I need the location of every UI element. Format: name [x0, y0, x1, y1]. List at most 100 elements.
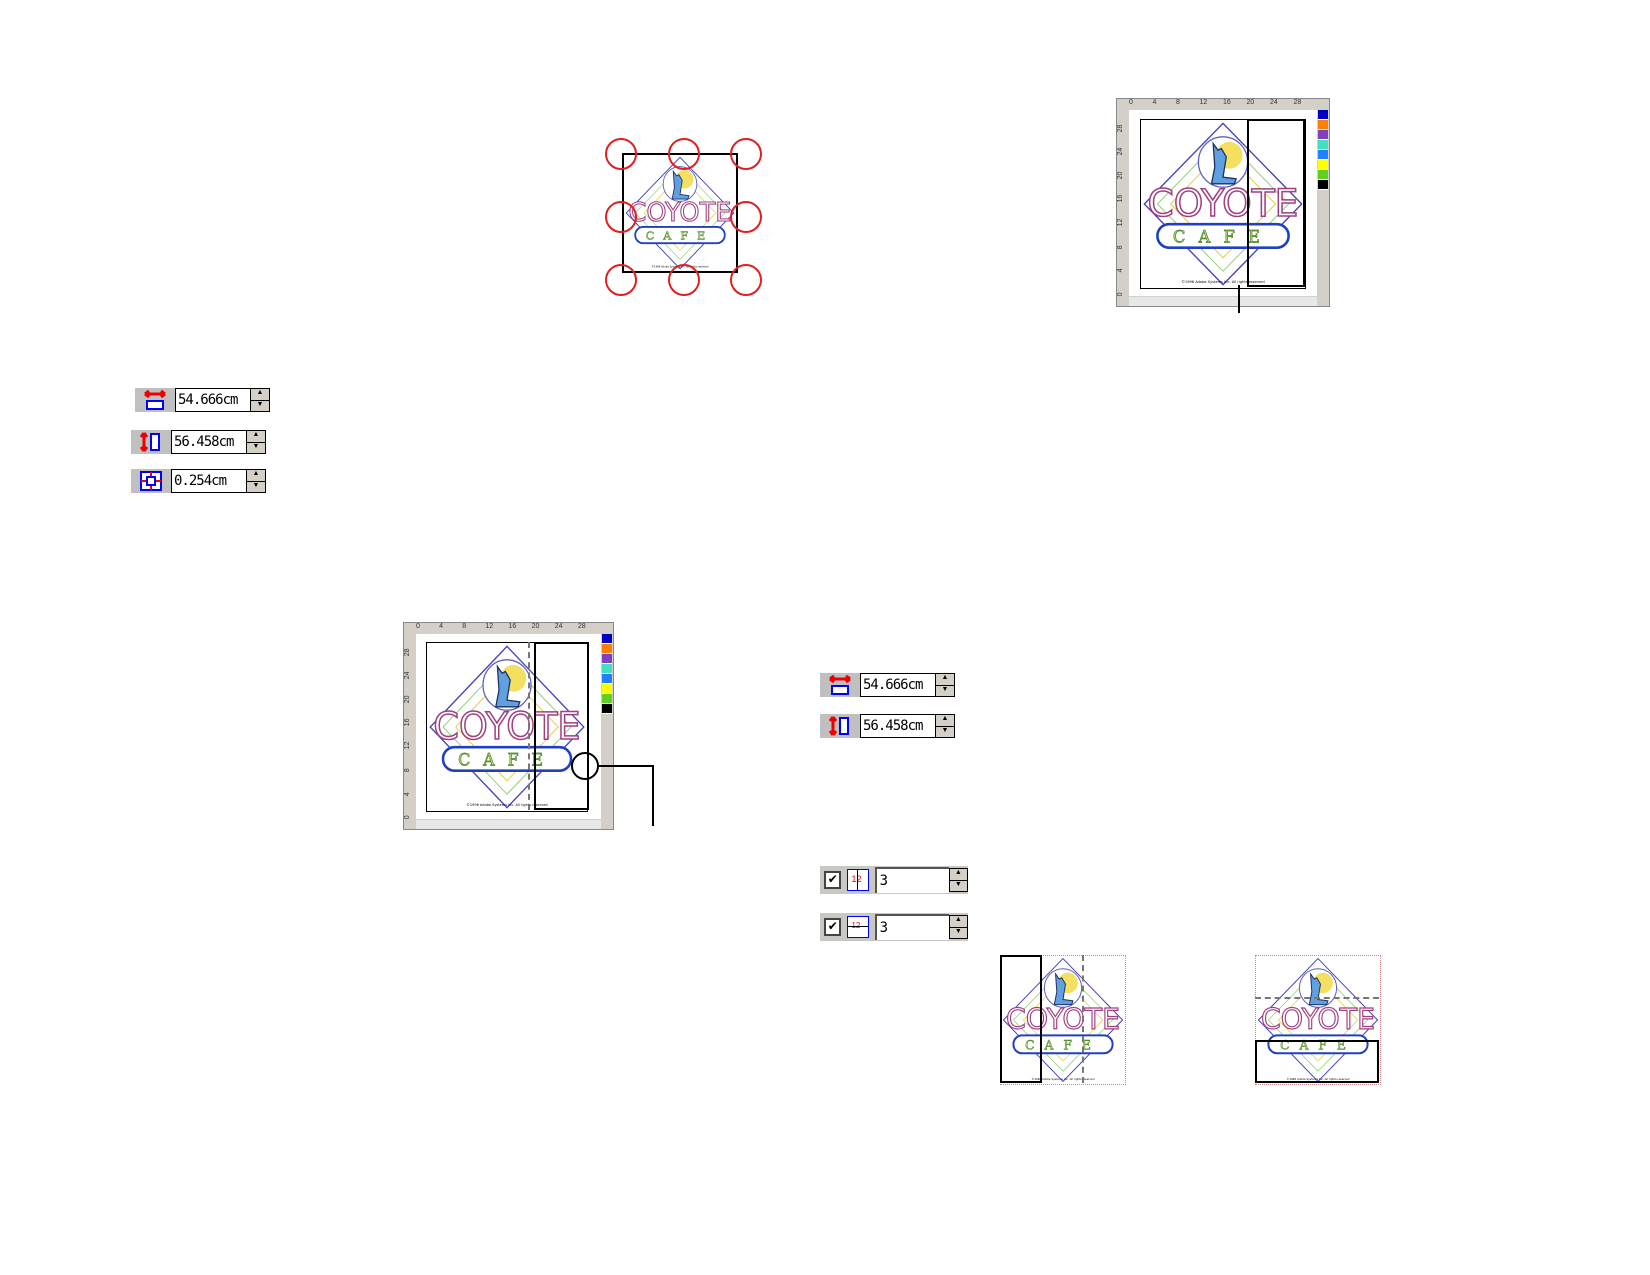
svg-text:COYOTE: COYOTE	[1006, 1003, 1120, 1037]
spin-up[interactable]: ▲	[247, 470, 265, 481]
spin-down[interactable]: ▼	[936, 685, 954, 696]
handle-middle-left[interactable]	[605, 201, 637, 233]
height-spinner[interactable]: ▲▼	[246, 430, 266, 454]
width-spinner[interactable]: ▲▼	[935, 673, 955, 697]
ruler-tick-label: 16	[508, 623, 517, 630]
canvas[interactable]: COYOTE CAFE ©1996 Adobe Systems Inc. All…	[416, 634, 601, 819]
spin-up[interactable]: ▲	[949, 869, 967, 880]
svg-text:CAFE: CAFE	[646, 228, 714, 242]
svg-text:©1996 Adobe Systems Inc. All r: ©1996 Adobe Systems Inc. All rights rese…	[1286, 1077, 1349, 1081]
height-spinner[interactable]: ▲▼	[935, 714, 955, 738]
spin-down[interactable]: ▼	[949, 927, 967, 938]
ruler-tick-label: 0	[416, 623, 420, 630]
color-swatch[interactable]	[1318, 150, 1328, 160]
ruler-tick-label: 12	[1199, 99, 1208, 106]
tile-rows-row: ✔ 12 3 ▲▼	[820, 913, 968, 941]
columns-icon: 12	[847, 869, 869, 891]
ruler-tick-label: 0	[1129, 99, 1133, 106]
height-field-right: 56.458cm ▲▼	[820, 714, 955, 738]
ruler-tick-label: 28	[1117, 124, 1124, 133]
svg-text:COYOTE: COYOTE	[1261, 1003, 1375, 1037]
color-swatch[interactable]	[1318, 180, 1328, 190]
color-swatch[interactable]	[602, 674, 612, 684]
rows-icon: 12	[847, 916, 869, 938]
spin-up[interactable]: ▲	[949, 916, 967, 927]
tile-boundary	[528, 642, 530, 810]
rows-spinner[interactable]: ▲▼	[948, 915, 968, 939]
color-swatch[interactable]	[1318, 120, 1328, 130]
color-swatch[interactable]	[1318, 170, 1328, 180]
color-swatch[interactable]	[1318, 110, 1328, 120]
ruler-tick-label: 24	[1270, 99, 1278, 106]
color-swatch[interactable]	[602, 704, 612, 714]
ruler-tick-label: 12	[485, 623, 494, 630]
canvas[interactable]: COYOTE CAFE ©1996 Adobe Systems Inc. All…	[1129, 110, 1317, 296]
ruler-tick-label: 24	[554, 623, 563, 630]
handle-top-center[interactable]	[668, 138, 700, 170]
color-swatch[interactable]	[602, 644, 612, 654]
spin-down[interactable]: ▼	[949, 880, 967, 891]
spin-up[interactable]: ▲	[251, 389, 269, 400]
width-input[interactable]: 54.666cm	[860, 673, 935, 697]
color-swatch[interactable]	[602, 664, 612, 674]
spin-down[interactable]: ▼	[247, 481, 265, 492]
callout-line	[1238, 285, 1240, 313]
color-palette[interactable]	[1318, 110, 1328, 190]
color-swatch[interactable]	[1318, 130, 1328, 140]
svg-text:COYOTE: COYOTE	[628, 198, 731, 228]
callout-circle	[571, 752, 599, 780]
column-divider	[1082, 955, 1084, 1083]
tile-rows-input[interactable]: 3	[874, 914, 949, 940]
svg-text:CAFE: CAFE	[458, 750, 556, 769]
width-field: 54.666cm ▲▼	[135, 388, 270, 412]
color-palette[interactable]	[602, 634, 612, 714]
handle-top-right[interactable]	[730, 138, 762, 170]
color-swatch[interactable]	[1318, 140, 1328, 150]
tile-columns-checkbox[interactable]: ✔	[824, 871, 842, 889]
width-input[interactable]: 54.666cm	[175, 388, 250, 412]
width-field-right: 54.666cm ▲▼	[820, 673, 955, 697]
height-input[interactable]: 56.458cm	[860, 714, 935, 738]
overlap-input[interactable]: 0.254cm	[171, 469, 246, 493]
ruler-tick-label: 20	[404, 694, 411, 703]
color-swatch[interactable]	[1318, 160, 1328, 170]
ruler-tick-label: 16	[1117, 194, 1124, 203]
column-tile-selection	[1000, 955, 1042, 1083]
tile-selection	[1247, 119, 1305, 287]
tile-columns-input[interactable]: 3	[874, 867, 949, 893]
spin-down[interactable]: ▼	[251, 400, 269, 411]
tile-rows-checkbox[interactable]: ✔	[824, 918, 842, 936]
width-spinner[interactable]: ▲▼	[250, 388, 270, 412]
svg-text:©1996 Adobe Systems Inc. All r: ©1996 Adobe Systems Inc. All rights rese…	[466, 803, 547, 807]
color-swatch[interactable]	[602, 654, 612, 664]
handle-bottom-right[interactable]	[730, 264, 762, 296]
spin-up[interactable]: ▲	[247, 431, 265, 442]
svg-text:CAFE: CAFE	[1173, 227, 1273, 246]
color-swatch[interactable]	[602, 684, 612, 694]
handle-top-left[interactable]	[605, 138, 637, 170]
horizontal-scrollbar[interactable]	[416, 820, 601, 829]
svg-text:©1996 Adobe Systems Inc. All r: ©1996 Adobe Systems Inc. All rights rese…	[1031, 1077, 1094, 1081]
ruler-tick-label: 12	[404, 741, 411, 750]
color-swatch[interactable]	[602, 634, 612, 644]
ruler-tick-label: 24	[1117, 147, 1124, 156]
spin-up[interactable]: ▲	[936, 715, 954, 726]
ruler-tick-label: 28	[404, 648, 411, 657]
color-swatch[interactable]	[602, 694, 612, 704]
callout-line	[652, 765, 654, 826]
spin-down[interactable]: ▼	[936, 726, 954, 737]
handle-bottom-center[interactable]	[668, 264, 700, 296]
svg-text:©1996 Adobe Systems Inc. All r: ©1996 Adobe Systems Inc. All rights rese…	[1181, 280, 1264, 284]
handle-bottom-left[interactable]	[605, 264, 637, 296]
handle-middle-right[interactable]	[730, 201, 762, 233]
spin-up[interactable]: ▲	[936, 674, 954, 685]
logo-artwork: COYOTE CAFE ©1996 Adobe Systems Inc. All…	[1140, 119, 1306, 289]
overlap-spinner[interactable]: ▲▼	[246, 469, 266, 493]
horizontal-scrollbar[interactable]	[1129, 297, 1317, 306]
columns-spinner[interactable]: ▲▼	[948, 868, 968, 892]
spin-down[interactable]: ▼	[247, 442, 265, 453]
height-input[interactable]: 56.458cm	[171, 430, 246, 454]
